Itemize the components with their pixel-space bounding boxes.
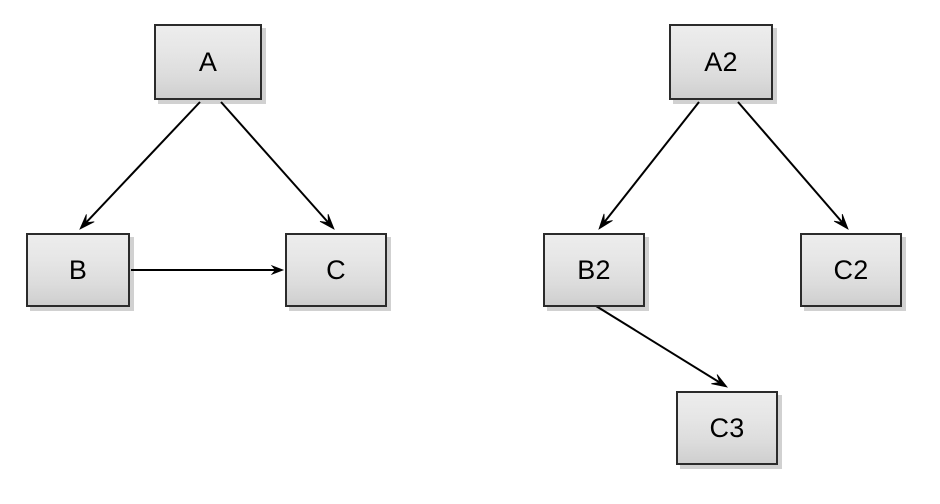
node-a2-label: A2 — [704, 46, 738, 77]
arrowhead-icon — [270, 264, 285, 276]
node-c2-label: C2 — [833, 254, 869, 285]
arrowhead-icon — [833, 213, 849, 230]
node-b2[interactable]: B2 — [543, 233, 645, 307]
node-b-label: B — [68, 254, 88, 285]
node-c[interactable]: C — [285, 233, 387, 307]
node-b2-label: B2 — [577, 254, 611, 285]
node-c-label: C — [326, 254, 346, 285]
edge-a-c — [220, 101, 335, 230]
node-c3-label: C3 — [709, 412, 745, 443]
arrowhead-icon — [79, 214, 95, 230]
arrowhead-icon — [711, 374, 729, 388]
node-b[interactable]: B — [26, 233, 130, 307]
node-c3[interactable]: C3 — [676, 391, 778, 465]
edge-a-b — [79, 101, 201, 230]
arrowhead-icon — [598, 213, 613, 230]
edge-line — [80, 101, 201, 229]
node-a2[interactable]: A2 — [669, 24, 773, 100]
edge-b-c — [131, 264, 285, 276]
edge-b2-c3 — [595, 305, 729, 388]
arrowhead-icon — [319, 214, 335, 230]
edge-line — [599, 101, 700, 229]
node-a-label: A — [198, 46, 218, 77]
edge-line — [595, 305, 726, 387]
edge-line — [737, 101, 848, 229]
edge-a2-b2 — [598, 101, 700, 230]
node-a[interactable]: A — [154, 24, 262, 100]
node-c2[interactable]: C2 — [800, 233, 902, 307]
edge-a2-c2 — [737, 101, 849, 230]
edge-line — [220, 101, 334, 229]
